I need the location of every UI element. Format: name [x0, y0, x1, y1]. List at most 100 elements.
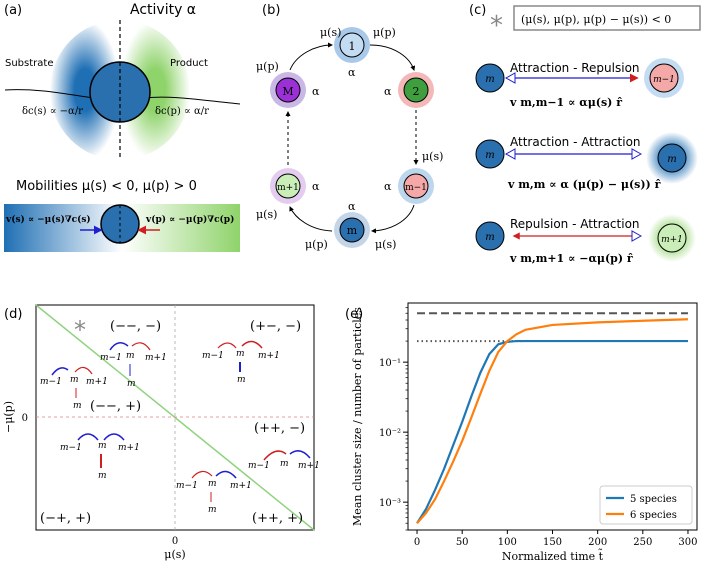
x-tick-label: 50 — [456, 537, 469, 548]
quadrant-mm-p: (−−, +) — [90, 399, 141, 414]
phase-xlabel: μ(s) — [164, 548, 185, 561]
panel-e-label: (e) — [345, 307, 363, 322]
motif-5: m−1 m m+1 — [248, 450, 320, 471]
legend-label-1: 5 species — [630, 494, 677, 505]
svg-text:m−1: m−1 — [40, 377, 62, 387]
svg-text:m−1: m−1 — [405, 183, 427, 193]
node-m-minus-1: m−1 — [398, 168, 434, 204]
y-tick-label: 10⁻¹ — [379, 358, 401, 369]
node-M: M — [270, 72, 306, 108]
chart-ylabel: Mean cluster size / number of particles — [351, 307, 364, 526]
panel-a-label: (a) — [4, 3, 22, 18]
product-label: Product — [170, 58, 208, 69]
row1-open-arrow — [504, 72, 516, 84]
svg-text:m: m — [347, 224, 358, 237]
mu-label-7: μ(p) — [256, 60, 279, 73]
vel-p-label: v(p) ∝ −μ(p)∇c(p) — [145, 214, 234, 225]
series-line-2 — [416, 318, 689, 524]
y-tick-label: 10⁻² — [379, 428, 401, 439]
row1-left-label: m — [485, 74, 494, 85]
svg-text:m+1: m+1 — [118, 443, 140, 453]
row3-right-particle — [657, 223, 687, 253]
alpha-label-4: α — [348, 200, 356, 213]
row1-formula: v m,m−1 ∝ αμ(s) r̂ — [509, 96, 623, 109]
svg-text:m: m — [73, 401, 82, 411]
row3-title: Repulsion - Attraction — [510, 217, 640, 231]
motif-3: m−1 m m+1 m — [202, 340, 280, 385]
alpha-label-6: α — [312, 85, 320, 98]
row1-right-label: m−1 — [653, 75, 675, 85]
svg-text:m−1: m−1 — [100, 353, 122, 363]
panel-a-title: Activity α — [130, 2, 196, 18]
alpha-label-2: α — [384, 85, 392, 98]
alpha-label-1: α — [348, 66, 356, 79]
motif-1: m−1 m m+1 m — [100, 342, 167, 389]
phase-tick-y: 0 — [22, 413, 28, 424]
x-tick-label: 0 — [414, 537, 420, 548]
svg-text:2: 2 — [413, 85, 420, 98]
svg-text:m: m — [208, 479, 217, 489]
svg-text:m: m — [237, 375, 246, 385]
chart-xlabel: Normalized time t̃ — [502, 549, 604, 563]
svg-text:M: M — [282, 85, 293, 98]
phase-ylabel: −μ(p) — [2, 401, 15, 433]
node-m: m — [334, 212, 370, 248]
row2-left-label: m — [485, 150, 494, 161]
panel-d: (d) 0 0 μ(s) −μ(p) * (−−, −) (+−, −) (−−… — [2, 304, 320, 561]
panel-b-label: (b) — [262, 3, 280, 18]
node-2: 2 — [398, 72, 434, 108]
svg-text:m: m — [236, 349, 245, 359]
svg-text:m: m — [98, 471, 107, 481]
condition-text: (μ(s), μ(p), μ(p) − μ(s)) < 0 — [521, 13, 671, 26]
cycle-arrow-4 — [289, 206, 333, 232]
row3-open-arrow — [631, 230, 643, 242]
row2-formula: v m,m ∝ α (μ(p) − μ(s)) r̂ — [507, 178, 661, 191]
row1-title: Attraction - Repulsion — [510, 61, 640, 75]
row2-right-particle — [657, 143, 687, 173]
svg-text:m: m — [98, 441, 107, 451]
row3-left-particle — [475, 221, 505, 251]
node-1: 1 — [334, 27, 370, 63]
alpha-label-3: α — [384, 180, 392, 193]
quadrant-mp-p: (−+, +) — [40, 511, 91, 526]
vel-s-label: v(s) ∝ −μ(s)∇c(s) — [5, 214, 91, 225]
x-tick-label: 150 — [543, 537, 562, 548]
motif-2: m−1 m m+1 m — [40, 366, 108, 411]
row3-right-label: m+1 — [661, 235, 683, 245]
mu-label-4: μ(s) — [375, 238, 396, 251]
svg-text:m−1: m−1 — [202, 351, 224, 361]
panel-d-label: (d) — [4, 307, 22, 322]
cycle-arrow-6 — [289, 42, 333, 71]
row1-left-particle — [475, 63, 505, 93]
series-line-1 — [416, 339, 688, 524]
row2-right-label: m — [667, 154, 676, 165]
row2-open-arrow-left — [504, 148, 516, 160]
mu-label-2: μ(p) — [373, 26, 396, 39]
x-tick-label: 100 — [498, 537, 517, 548]
product-field — [120, 20, 190, 160]
panel-c-label: (c) — [469, 3, 486, 18]
mu-label-3: μ(s) — [422, 150, 443, 163]
mu-label-1: μ(s) — [320, 26, 341, 39]
svg-text:m+1: m+1 — [145, 353, 167, 363]
svg-text:m: m — [127, 379, 136, 389]
svg-text:m−1: m−1 — [176, 481, 198, 491]
conc-p-label: δc(p) ∝ α/r — [155, 106, 209, 117]
svg-text:m+1: m+1 — [298, 461, 320, 471]
condition-box — [513, 5, 701, 31]
svg-text:m+1: m+1 — [258, 351, 280, 361]
mobilities-label: Mobilities μ(s) < 0, μ(p) > 0 — [16, 179, 197, 194]
svg-text:m: m — [70, 375, 79, 385]
substrate-field — [50, 20, 120, 160]
row3-formula: v m,m+1 ∝ −αμ(p) r̂ — [509, 252, 633, 265]
svg-text:m+1: m+1 — [230, 481, 252, 491]
svg-text:m: m — [280, 459, 289, 469]
product-bar — [122, 204, 240, 252]
phase-star: * — [74, 316, 86, 344]
cycle-arrow-3 — [371, 204, 415, 234]
quadrant-pp-p: (++, +) — [252, 511, 303, 526]
x-tick-label: 300 — [678, 537, 697, 548]
